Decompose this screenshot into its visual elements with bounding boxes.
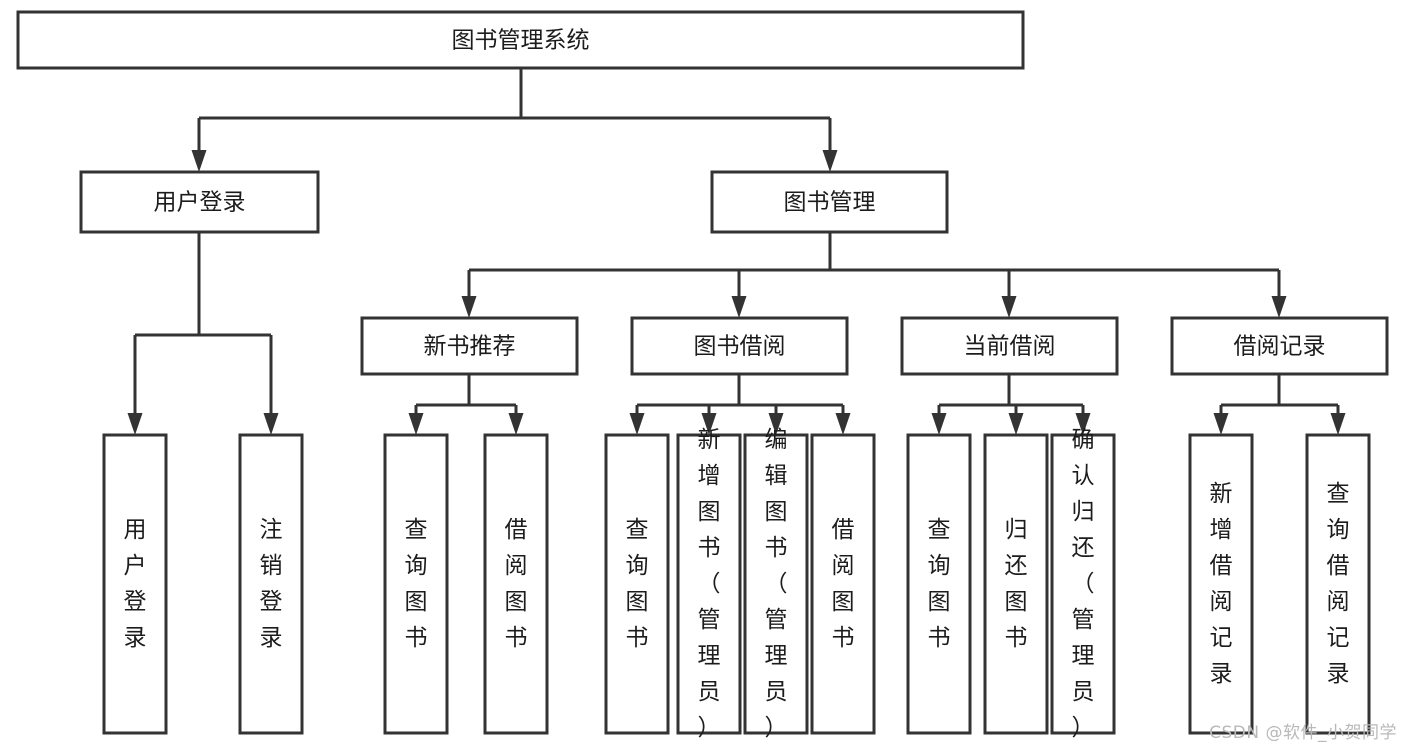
root-drop-0-arrowhead: [191, 150, 207, 172]
new-book-recommend-fan-drop-0-arrowhead: [408, 413, 424, 435]
node-leaf-query-book-2-label: 查询图书: [626, 517, 649, 651]
node-book-manage-box[interactable]: [710, 170, 949, 234]
root-drop-1-arrowhead: [822, 150, 838, 172]
node-leaf-query-book-1-box[interactable]: [383, 433, 449, 735]
node-leaf-borrow-book-1-label: 借阅图书: [505, 517, 528, 651]
node-book-manage[interactable]: 图书管理: [710, 170, 949, 234]
node-leaf-confirm-return-label: 确认归还（管理员）: [1072, 427, 1095, 741]
node-leaf-edit-book[interactable]: 编辑图书（管理员）: [743, 427, 809, 741]
node-borrow-record-box[interactable]: [1170, 316, 1389, 376]
node-book-manage-label: 图书管理: [784, 190, 876, 216]
node-leaf-return-book[interactable]: 归还图书: [983, 433, 1049, 735]
node-current-borrow-box[interactable]: [900, 316, 1119, 376]
node-leaf-borrow-book-2-label: 借阅图书: [832, 517, 855, 651]
book-manage-drop-2-arrowhead: [1001, 296, 1017, 318]
node-new-book-recommend-box[interactable]: [360, 316, 579, 376]
node-leaf-user-login-label: 用户登录: [124, 517, 147, 651]
node-leaf-return-book-label: 归还图书: [1005, 517, 1028, 651]
node-leaf-confirm-return[interactable]: 确认归还（管理员）: [1050, 427, 1116, 741]
node-leaf-borrow-book-2-box[interactable]: [810, 433, 876, 735]
node-leaf-user-login[interactable]: 用户登录: [102, 433, 168, 735]
node-user-login-box[interactable]: [79, 170, 320, 234]
node-leaf-query-book-1-label: 查询图书: [405, 517, 428, 651]
node-book-borrow[interactable]: 图书借阅: [630, 316, 849, 376]
book-manage-drop-1-arrowhead: [731, 296, 747, 318]
node-leaf-add-record-box[interactable]: [1188, 433, 1254, 735]
current-borrow-fan-drop-0-arrowhead: [931, 413, 947, 435]
node-leaf-user-logout[interactable]: 注销登录: [238, 433, 304, 735]
node-leaf-borrow-book-1[interactable]: 借阅图书: [483, 433, 549, 735]
connector-layer: [127, 68, 1346, 435]
node-borrow-record-label: 借阅记录: [1234, 334, 1326, 360]
node-leaf-query-record-box[interactable]: [1305, 433, 1371, 735]
node-leaf-user-logout-label: 注销登录: [260, 517, 283, 651]
node-borrow-record[interactable]: 借阅记录: [1170, 316, 1389, 376]
csdn-watermark: CSDN @软件_小贺同学: [1209, 723, 1397, 743]
node-leaf-query-record[interactable]: 查询借阅记录: [1305, 433, 1371, 735]
new-book-recommend-fan-drop-1-arrowhead: [508, 413, 524, 435]
user-login-drop-0-arrowhead: [127, 413, 143, 435]
node-leaf-query-book-3-box[interactable]: [906, 433, 972, 735]
node-leaf-user-login-box[interactable]: [102, 433, 168, 735]
node-leaf-add-book[interactable]: 新增图书（管理员）: [676, 427, 742, 741]
node-current-borrow[interactable]: 当前借阅: [900, 316, 1119, 376]
borrow-record-fan-drop-0-arrowhead: [1213, 413, 1229, 435]
node-leaf-return-book-box[interactable]: [983, 433, 1049, 735]
node-leaf-query-record-label: 查询借阅记录: [1327, 481, 1350, 687]
book-manage-drop-0-arrowhead: [461, 296, 477, 318]
node-root-system-box[interactable]: [16, 10, 1025, 70]
node-leaf-query-book-1[interactable]: 查询图书: [383, 433, 449, 735]
book-borrow-fan-drop-0-arrowhead: [629, 413, 645, 435]
node-user-login[interactable]: 用户登录: [79, 170, 320, 234]
book-borrow-fan-drop-1-arrowhead: [701, 413, 717, 435]
current-borrow-fan-drop-1-arrowhead: [1008, 413, 1024, 435]
node-current-borrow-label: 当前借阅: [964, 334, 1056, 360]
node-leaf-add-book-box[interactable]: [676, 433, 742, 735]
node-leaf-edit-book-label: 编辑图书（管理员）: [765, 427, 788, 741]
book-borrow-fan-drop-2-arrowhead: [768, 413, 784, 435]
node-leaf-confirm-return-box[interactable]: [1050, 433, 1116, 735]
node-leaf-add-book-label: 新增图书（管理员）: [698, 427, 721, 741]
node-user-login-label: 用户登录: [154, 190, 246, 216]
node-leaf-query-book-2-box[interactable]: [604, 433, 670, 735]
book-borrow-fan-drop-3-arrowhead: [835, 413, 851, 435]
node-leaf-borrow-book-2[interactable]: 借阅图书: [810, 433, 876, 735]
user-login-drop-1-arrowhead: [263, 413, 279, 435]
node-leaf-query-book-2[interactable]: 查询图书: [604, 433, 670, 735]
node-leaf-query-book-3-label: 查询图书: [928, 517, 951, 651]
node-leaf-borrow-book-1-box[interactable]: [483, 433, 549, 735]
node-root-system-label: 图书管理系统: [452, 28, 590, 54]
current-borrow-fan-drop-2-arrowhead: [1075, 413, 1091, 435]
node-leaf-query-book-3[interactable]: 查询图书: [906, 433, 972, 735]
node-leaf-user-logout-box[interactable]: [238, 433, 304, 735]
node-new-book-recommend-label: 新书推荐: [424, 334, 516, 360]
node-new-book-recommend[interactable]: 新书推荐: [360, 316, 579, 376]
borrow-record-fan-drop-1-arrowhead: [1330, 413, 1346, 435]
node-leaf-edit-book-box[interactable]: [743, 433, 809, 735]
book-manage-drop-3-arrowhead: [1271, 296, 1287, 318]
node-book-borrow-box[interactable]: [630, 316, 849, 376]
node-leaf-add-record-label: 新增借阅记录: [1210, 481, 1233, 687]
node-book-borrow-label: 图书借阅: [694, 334, 786, 360]
node-root-system[interactable]: 图书管理系统: [16, 10, 1025, 70]
node-layer: 图书管理系统用户登录图书管理新书推荐图书借阅当前借阅借阅记录用户登录注销登录查询…: [16, 10, 1389, 741]
node-leaf-add-record[interactable]: 新增借阅记录: [1188, 433, 1254, 735]
